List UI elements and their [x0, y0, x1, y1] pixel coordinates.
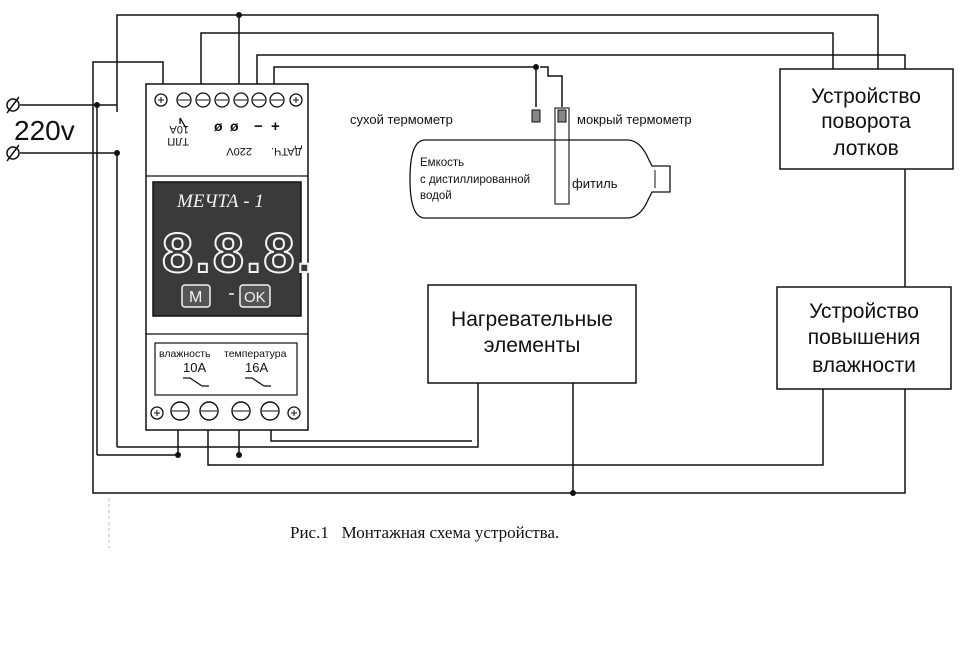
wires [20, 14, 906, 494]
brand-name: МЕЧТА - 1 [176, 191, 264, 212]
sensor-terminal-label: ДАТЧ. [271, 145, 302, 157]
tank-label-1: Емкость [420, 157, 464, 169]
water-tank [409, 139, 671, 219]
wick-label: фитиль [572, 176, 618, 191]
junctions [94, 12, 576, 496]
m-button[interactable] [181, 284, 211, 308]
phi-1: ø [214, 118, 223, 134]
humidifier-device: Устройство повышения влажности [776, 286, 952, 390]
relay-contact-symbols [183, 377, 271, 387]
plus-label: + [271, 118, 280, 135]
tray-turn-device: Устройство поворота лотков [779, 68, 954, 170]
humidifier-line1: Устройство [809, 300, 919, 323]
humidity-label: влажность [159, 348, 211, 360]
tray-turn-line1: Устройство [811, 85, 921, 108]
wire-dry-thermo [273, 66, 537, 107]
wet-thermometer-label: мокрый термометр [577, 112, 692, 127]
bottom-terminal-block [150, 401, 301, 421]
wire-sensor-loop [92, 54, 906, 494]
heater-line2: элементы [484, 334, 581, 357]
seven-segment-display: 8.8.8. [162, 221, 314, 284]
heater-line1: Нагревательные [451, 308, 613, 331]
dry-thermometer [531, 109, 541, 123]
wire-tray-second [200, 32, 834, 96]
display-panel [152, 181, 302, 317]
tank-label-2: с дистиллированной [420, 174, 530, 186]
wire-heater-left [117, 383, 479, 448]
relay-panel [154, 342, 298, 396]
tlp-label: ТЛП [167, 135, 189, 147]
minus-label: − [254, 118, 263, 135]
wick-tube [554, 107, 570, 205]
phi-2: ø [230, 118, 239, 134]
humidifier-line3: влажности [812, 354, 916, 377]
tray-turn-line2: поворота [821, 110, 911, 133]
figure-caption: Рис.1 Монтажная схема устройства. [290, 523, 559, 542]
tlp-current-label: 10A [169, 123, 189, 135]
top-terminal-block [154, 92, 303, 108]
wire-humidifier [207, 389, 824, 466]
heater-device: Нагревательные элементы [427, 284, 637, 384]
supply-voltage-label: 220v [14, 115, 75, 146]
tank-label-3: водой [420, 190, 452, 202]
humidifier-line2: повышения [808, 326, 921, 349]
wire-tray-top [116, 14, 879, 112]
dry-thermometer-label: сухой термометр [350, 112, 453, 127]
temperature-current: 16A [245, 360, 268, 375]
wire-wet-thermo [540, 66, 563, 107]
humidity-sensor-assembly: сухой термометр мокрый термометр Емкость… [350, 107, 692, 219]
tray-turn-line3: лотков [833, 137, 899, 160]
supply-terminals: 220v [6, 96, 75, 162]
controller: ТЛП 10A 220V ДАТЧ. ø ø − + МЕЧТА - 1 8.8… [145, 83, 314, 431]
temperature-label: температура [224, 348, 287, 360]
m-button-label: M [189, 289, 202, 306]
sensor-label: ДАТЧ. [271, 145, 302, 157]
ok-button-label: OK [244, 289, 266, 306]
wet-thermometer [557, 109, 567, 123]
tlp-label-group: ТЛП 10A [167, 123, 189, 147]
humidity-current: 10A [183, 360, 206, 375]
supply-terminal-label: 220V [226, 145, 252, 157]
ok-button[interactable] [239, 284, 271, 308]
supply-220-label: 220V [226, 145, 252, 157]
